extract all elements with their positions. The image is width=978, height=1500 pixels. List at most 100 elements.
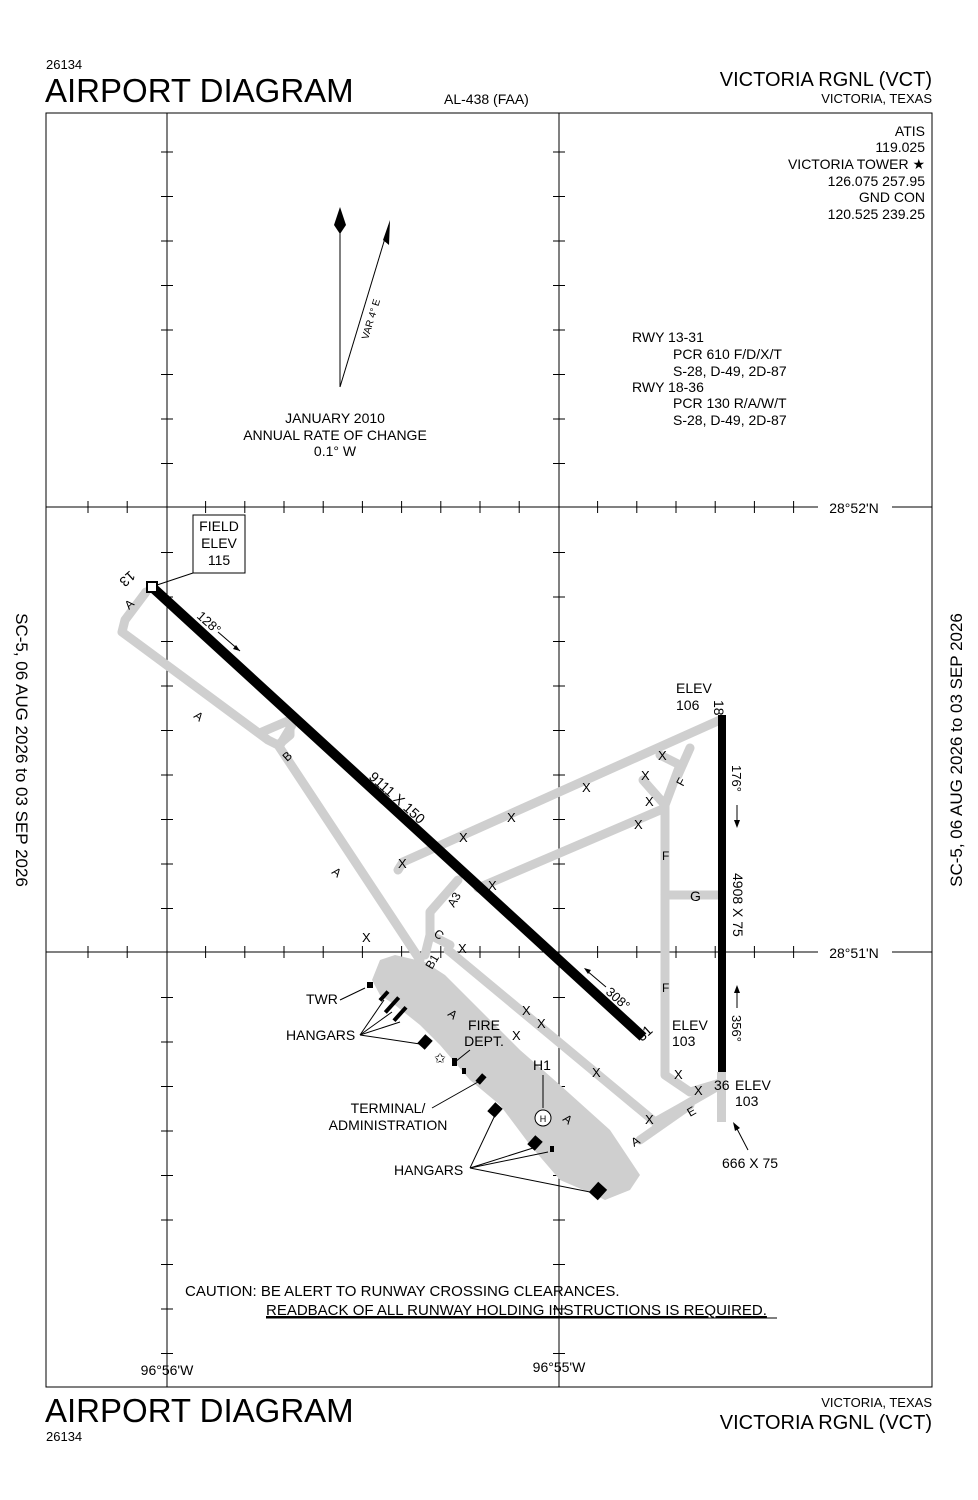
taxiway-network — [117, 587, 725, 1145]
taxiway-b1-label: B1 — [422, 952, 442, 972]
lon-east-label: 96°55'W — [533, 1359, 586, 1375]
heading-308-arrow — [585, 969, 607, 988]
footer-airport-name: VICTORIA RGNL (VCT) — [720, 1412, 932, 1434]
tower-label: VICTORIA TOWER ★ — [788, 156, 925, 172]
lat-south-label: 28°51'N — [829, 945, 879, 961]
hold-x-4: X — [582, 780, 591, 795]
runway-36-extension — [717, 1072, 726, 1122]
true-north-arrow-icon — [334, 207, 346, 234]
header-title: AIRPORT DIAGRAM — [45, 72, 354, 109]
lon-west-label: 96°56'W — [141, 1362, 194, 1378]
atis-frequency: 119.025 — [875, 139, 925, 155]
terminal-label-1: TERMINAL/ — [351, 1100, 426, 1116]
fire-dept-label-2: DEPT. — [464, 1033, 504, 1049]
coordinate-grid — [46, 113, 932, 1387]
rwy-18-36-heading: RWY 18-36 — [632, 379, 704, 395]
rate-of-change-value: 0.1° W — [314, 443, 357, 459]
atis-label: ATIS — [895, 123, 925, 139]
grid-ticks — [87, 151, 795, 1354]
hold-x-18: X — [694, 1083, 703, 1098]
hold-x-2: X — [459, 830, 468, 845]
runway-18-label: 18 — [711, 700, 727, 716]
twr-label: TWR — [306, 991, 338, 1007]
taxiway-f-label-2: F — [662, 849, 669, 863]
hold-x-17: X — [674, 1067, 683, 1082]
hold-x-11: X — [458, 941, 467, 956]
rwy-13-31-heading: RWY 13-31 — [632, 329, 704, 345]
heading-176: 176° — [729, 765, 744, 792]
buildings — [367, 982, 608, 1201]
heliport-icon — [534, 1109, 552, 1127]
hangars-label-2: HANGARS — [394, 1162, 463, 1178]
elev-18-label: ELEV — [676, 680, 712, 696]
heading-308-arrowhead-icon — [584, 968, 591, 974]
terminal-label-2: ADMINISTRATION — [329, 1117, 448, 1133]
rate-of-change-label: ANNUAL RATE OF CHANGE — [243, 427, 427, 443]
rwy-13-31-pcr: PCR 610 F/D/X/T — [673, 346, 782, 362]
caution-line-1: CAUTION: BE ALERT TO RUNWAY CROSSING CLE… — [185, 1283, 620, 1300]
hold-x-12: X — [522, 1003, 531, 1018]
chart-id: AL-438 (FAA) — [444, 91, 529, 107]
tower-frequency: 126.075 257.95 — [828, 173, 926, 189]
hold-x-7: X — [645, 794, 654, 809]
field-elev-box — [192, 514, 246, 574]
twr-leader — [339, 987, 366, 1001]
hangars-label-1: HANGARS — [286, 1027, 355, 1043]
hangar-5 — [487, 1102, 503, 1118]
elev-31-value: 103 — [672, 1033, 696, 1049]
gnd-label: GND CON — [859, 189, 925, 205]
rwy-18-36-strength: S-28, D-49, 2D-87 — [673, 412, 787, 428]
hangar-1 — [378, 990, 390, 1002]
extension-arrowhead-icon — [733, 1122, 740, 1131]
hold-x-6: X — [641, 768, 650, 783]
hold-x-10: X — [362, 930, 371, 945]
fire-dept-building — [452, 1058, 457, 1066]
field-elev-marker — [146, 581, 158, 593]
frequency-block: ATIS 119.025 VICTORIA TOWER ★ 126.075 25… — [788, 123, 925, 222]
hold-x-3: X — [507, 810, 516, 825]
elev-36-value: 103 — [735, 1093, 759, 1109]
hangar-7 — [588, 1181, 608, 1201]
hangars-leaders-1 — [359, 999, 421, 1045]
taxiway-f-label-3: F — [662, 981, 669, 995]
var-label: VAR 4° E — [360, 298, 383, 341]
terminal-building — [475, 1073, 487, 1085]
field-elev-line2: ELEV — [201, 535, 237, 551]
hold-x-13: X — [537, 1016, 546, 1031]
footer-title: AIRPORT DIAGRAM — [45, 1392, 354, 1429]
taxiway-a-label-2: A — [191, 708, 206, 724]
footer-location: VICTORIA, TEXAS — [821, 1395, 932, 1410]
heading-356-arrowhead-icon — [734, 985, 740, 993]
runway-18-36-dims: 4908 X 75 — [730, 873, 746, 937]
side-label-left: SC-5, 06 AUG 2026 to 03 SEP 2026 — [12, 613, 31, 887]
beacon-star-icon: ✩ — [434, 1050, 446, 1066]
gnd-frequency: 120.525 239.25 — [828, 206, 926, 222]
terminal-leader — [431, 1081, 479, 1109]
hold-short-markers: X X X X X X X X X X X X X X X X X X — [362, 748, 703, 1127]
runway-13-31 — [148, 583, 647, 1041]
magnetic-north-arrow-icon — [383, 220, 390, 245]
side-label-right: SC-5, 06 AUG 2026 to 03 SEP 2026 — [947, 613, 966, 887]
extension-dims: 666 X 75 — [722, 1155, 778, 1171]
magnetic-date: JANUARY 2010 — [285, 410, 385, 426]
hangar-3 — [392, 1005, 408, 1023]
main-apron — [372, 955, 640, 1200]
runway-data-block: RWY 13-31 PCR 610 F/D/X/T S-28, D-49, 2D… — [632, 329, 787, 428]
heliport-h-label: H — [540, 1114, 547, 1124]
field-elev-value: 115 — [208, 552, 231, 568]
hold-x-5: X — [658, 748, 667, 763]
elev-18-value: 106 — [676, 697, 700, 713]
taxiway-a-label-3: A — [329, 864, 344, 880]
taxiway-g-label: G — [690, 888, 701, 904]
hold-x-8: X — [634, 817, 643, 832]
heading-176-arrowhead-icon — [734, 820, 740, 828]
hold-x-14: X — [512, 1028, 521, 1043]
hangar-6 — [527, 1135, 543, 1151]
tower-building — [367, 982, 373, 988]
taxiway-labels: A A B A A3 C B1 A A A F F F G E H1 — [122, 596, 701, 1149]
building-small-1 — [462, 1068, 466, 1074]
heading-128-arrowhead-icon — [233, 645, 240, 651]
taxiway-e-label: E — [685, 1103, 699, 1119]
heading-356: 356° — [729, 1015, 744, 1042]
hangar-2 — [383, 996, 401, 1014]
